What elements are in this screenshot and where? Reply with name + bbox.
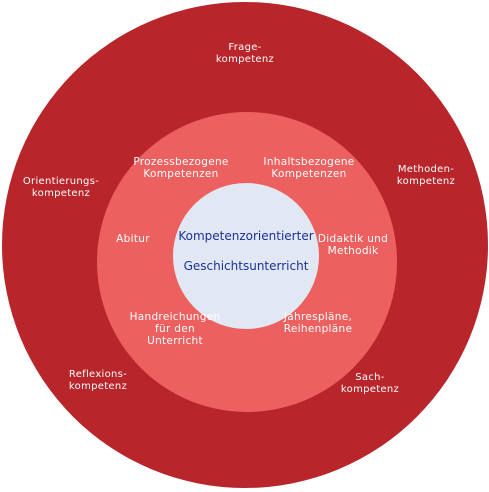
label-prozessbezogene-kompetenzen: Prozessbezogene Kompetenzen: [133, 156, 229, 180]
label-inhaltsbezogene-kompetenzen: Inhaltsbezogene Kompetenzen: [263, 156, 355, 180]
label-fragekompetenz: Frage- kompetenz: [215, 42, 275, 65]
center-title-line2: Geschichtsunterricht: [183, 259, 309, 273]
label-methodenkompetenz: Methoden- kompetenz: [396, 164, 456, 187]
inner-circle: [173, 183, 319, 329]
label-didaktik-methodik: Didaktik und Methodik: [317, 233, 389, 257]
center-title-line1: Kompetenzorientierter: [178, 229, 314, 243]
label-orientierungskompetenz: Orientierungs- kompetenz: [22, 176, 100, 199]
label-abitur: Abitur: [116, 233, 150, 245]
label-jahresplaene: Jahrespläne, Reihenpläne: [283, 311, 353, 335]
label-sachkompetenz: Sach- kompetenz: [340, 372, 400, 395]
label-handreichungen: Handreichungen für den Unterricht: [129, 311, 221, 347]
label-reflexionskompetenz: Reflexions- kompetenz: [68, 369, 128, 392]
